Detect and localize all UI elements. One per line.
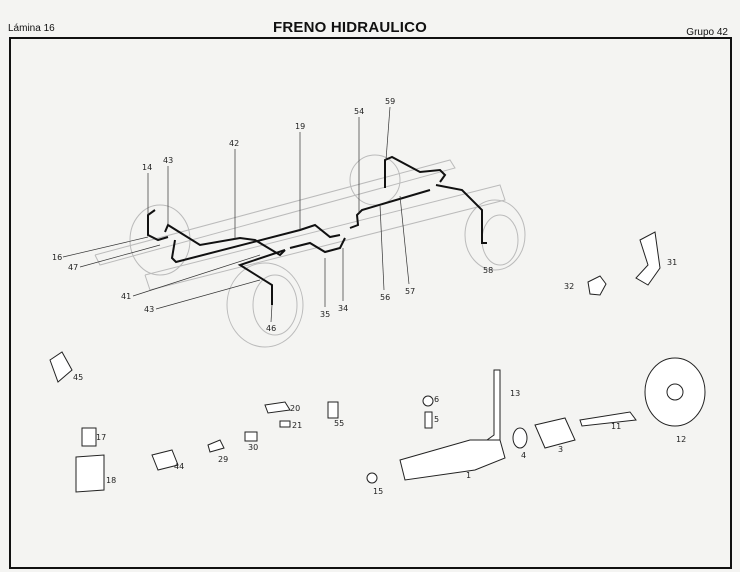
callout: 43 [163, 156, 173, 165]
chassis-outline [94, 154, 526, 348]
callout: 14 [142, 163, 152, 172]
callout: 58 [483, 266, 493, 275]
callout: 17 [96, 433, 106, 442]
page-title: FRENO HIDRAULICO [272, 19, 428, 36]
callout: 59 [385, 97, 395, 106]
callout: 20 [290, 404, 300, 413]
cap-6 [422, 395, 434, 407]
bushing-55 [327, 401, 339, 419]
callout: 46 [266, 324, 276, 333]
fitting-32 [587, 275, 607, 296]
diagram-frame [9, 37, 732, 569]
callout: 56 [380, 293, 390, 302]
bracket-44 [151, 449, 179, 471]
callout: 47 [68, 263, 78, 272]
ring-4 [512, 427, 528, 449]
callout: 16 [52, 253, 62, 262]
bleeder-15 [366, 472, 378, 484]
callout: 42 [229, 139, 239, 148]
clip-17 [81, 427, 97, 447]
callout-labels: 14 43 42 19 54 59 16 47 41 43 46 35 34 5… [52, 97, 686, 496]
callout: 35 [320, 310, 330, 319]
boot-3 [534, 417, 576, 449]
callout: 6 [434, 395, 439, 404]
group-number: Grupo 42 [686, 27, 728, 38]
callout: 19 [295, 122, 305, 131]
sheet-number: Lámina 16 [8, 23, 55, 34]
callout: 30 [248, 443, 258, 452]
callout: 13 [510, 389, 520, 398]
bracket-31 [635, 231, 661, 286]
callout: 41 [121, 292, 131, 301]
pipe-13 [479, 369, 501, 451]
bracket-45 [49, 351, 73, 383]
callout: 4 [521, 451, 526, 460]
callout: 54 [354, 107, 364, 116]
callout: 44 [174, 462, 184, 471]
clip-20 [264, 401, 291, 414]
callout: 34 [338, 304, 348, 313]
sleeve-30 [244, 431, 258, 442]
loose-parts [49, 231, 706, 493]
callout: 55 [334, 419, 344, 428]
leader-lines [62, 106, 410, 323]
callout: 11 [611, 422, 621, 431]
callout: 21 [292, 421, 302, 430]
callout: 31 [667, 258, 677, 267]
master-cylinder-1 [399, 439, 506, 481]
callout: 12 [676, 435, 686, 444]
pushrod-11 [579, 411, 637, 427]
callout: 57 [405, 287, 415, 296]
callout: 5 [434, 415, 439, 424]
clip-29 [207, 439, 225, 453]
callout: 45 [73, 373, 83, 382]
callout: 43 [144, 305, 154, 314]
valve-5 [424, 411, 433, 429]
callout: 29 [218, 455, 228, 464]
callout: 1 [466, 471, 471, 480]
callout: 15 [373, 487, 383, 496]
callout: 18 [106, 476, 116, 485]
plate-18 [75, 454, 105, 493]
pin-21 [279, 420, 291, 428]
callout: 32 [564, 282, 574, 291]
callout: 3 [558, 445, 563, 454]
